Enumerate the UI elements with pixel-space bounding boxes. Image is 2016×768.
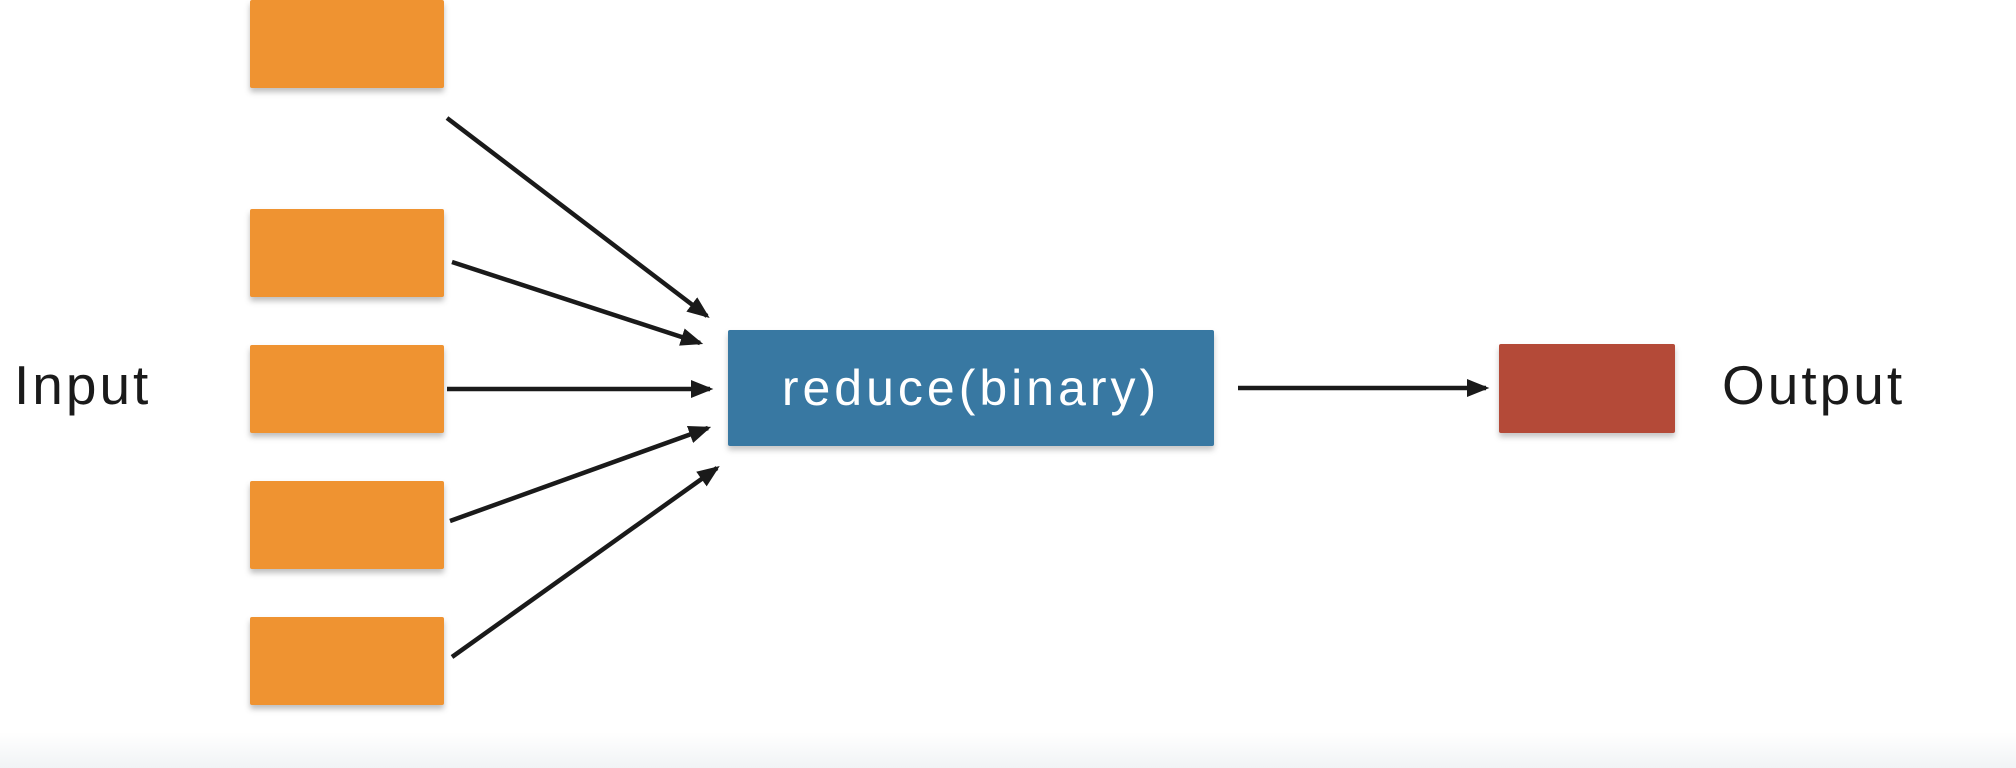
arrow-input2-to-process xyxy=(451,259,704,346)
process-box: reduce(binary) xyxy=(728,330,1214,446)
process-label: reduce(binary) xyxy=(781,360,1161,416)
input-box-3 xyxy=(250,481,444,569)
arrow-input4-to-process xyxy=(449,425,712,524)
footer-gradient-band xyxy=(0,732,2016,768)
arrow-input5-to-process xyxy=(450,466,720,659)
output-box xyxy=(1499,344,1675,433)
input-box-5 xyxy=(250,0,444,88)
input-box-2 xyxy=(250,345,444,433)
output-label: Output xyxy=(1722,354,1906,416)
input-box-4 xyxy=(250,617,444,705)
input-label: Input xyxy=(14,354,152,416)
arrow-input1-to-process xyxy=(445,116,710,319)
input-box-1 xyxy=(250,209,444,297)
